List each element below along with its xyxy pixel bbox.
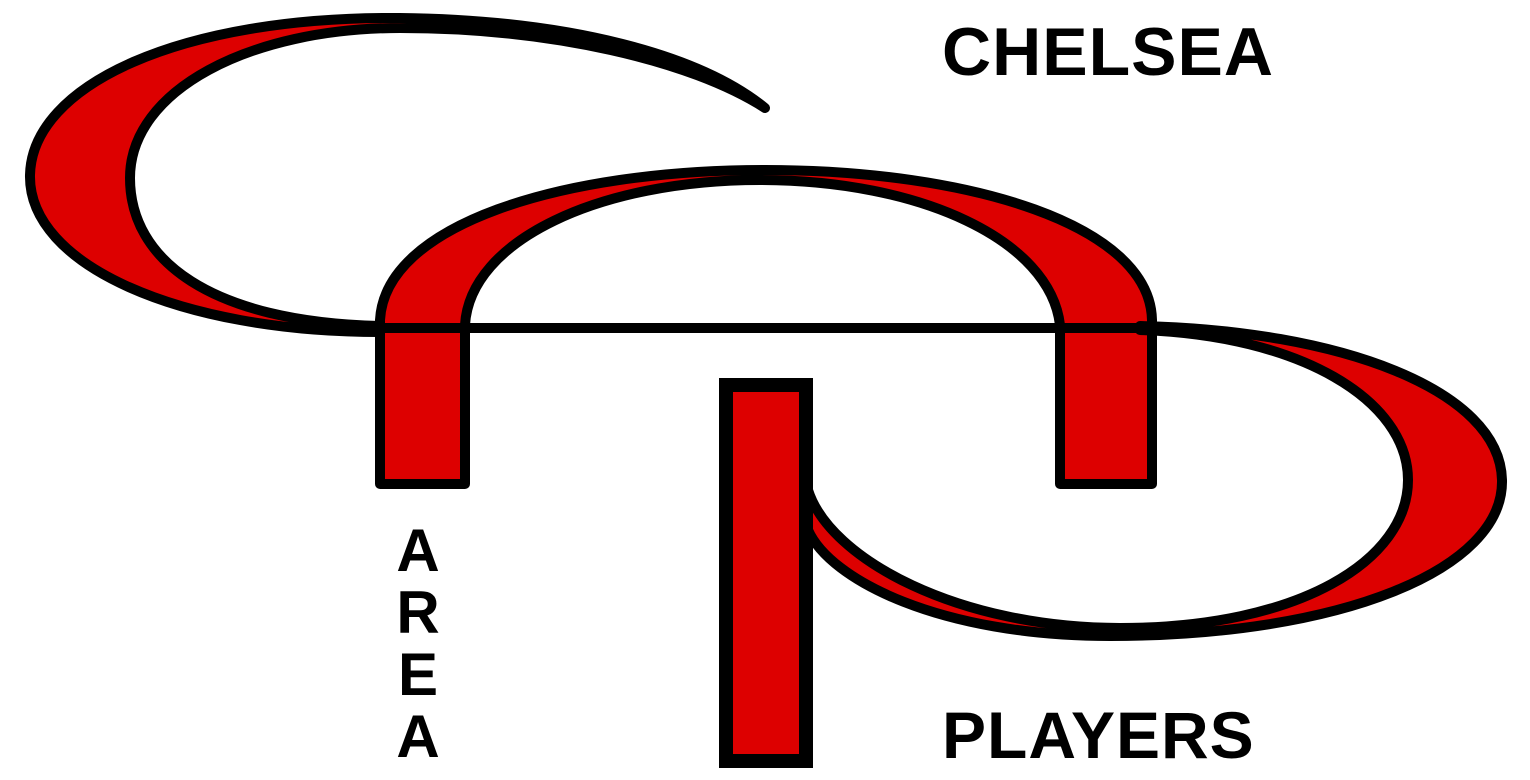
wordmark-area-letter: R: [396, 579, 440, 646]
monogram-p: [719, 321, 1508, 768]
monogram-p-stem: [719, 378, 813, 768]
wordmark-area-letter: A: [396, 703, 440, 770]
wordmark-chelsea: CHELSEA: [942, 14, 1274, 90]
wordmark-area-letter: A: [396, 517, 440, 584]
wordmark-area-letter: E: [397, 641, 439, 708]
monogram-a-arch: [375, 165, 1157, 489]
monogram-a: [375, 165, 1157, 489]
wordmark-players: PLAYERS: [942, 698, 1255, 772]
wordmark-area: A R E A: [388, 520, 448, 768]
